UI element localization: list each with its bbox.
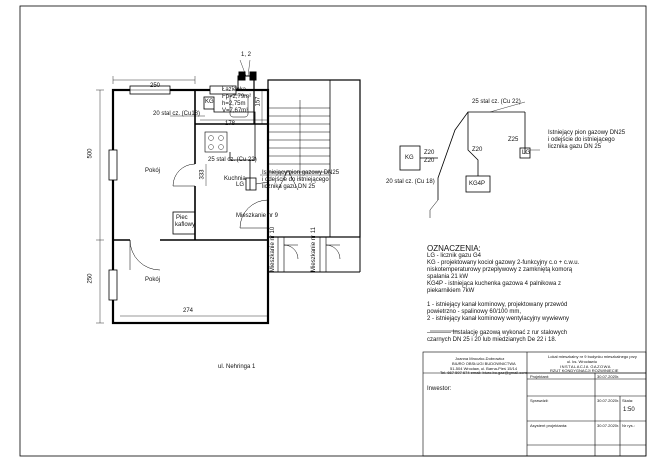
dim-left-250: 250 [87, 273, 94, 284]
dim-157: 157 [255, 96, 262, 107]
room-pokoj-bottom: Pokój [145, 277, 161, 283]
project-line-4: RZUT KONDYGNACJI ROZWINIĘCIE [550, 368, 619, 373]
stairwell [267, 79, 361, 238]
iso-lg: LG [522, 150, 531, 156]
bathroom-h: h=2,75m [222, 101, 246, 107]
street-label: ul. Nehringa 1 [218, 364, 256, 370]
pipe-cu22-label: 25 stal cz. (Cu 22) [208, 157, 257, 163]
legend-line [427, 323, 579, 330]
company-line-2: BIURO OBSŁUGI BUDOWNICTWA [452, 361, 516, 366]
sheet-frame [19, 5, 647, 457]
room-kuchnia: Kuchnia [224, 176, 246, 182]
date-3: 30.07.2020r. [597, 423, 620, 428]
lg-label: LG [236, 182, 245, 188]
legend-line: 2 - istniejący kanał kominowy wentylacyj… [427, 316, 570, 322]
existing-pipe-3: licznika gazu DN 25 [262, 184, 316, 190]
company-line-3: 51-504 Wrocław, ul. Barna-Pieś 15/14 [450, 366, 518, 371]
iso-pipe-cu18: 20 stal cz. (Cu 18) [386, 179, 435, 185]
dim-333: 333 [199, 169, 206, 180]
project-line-3: INSTALACJA GAZOWA [560, 364, 611, 369]
date-1: 30.07.2020r. [597, 374, 620, 379]
iso-kg4p: KG4P [469, 181, 486, 187]
pipe-cu18-label: 20 stal cz. (Cu18) [153, 111, 201, 117]
dim-178: 178 [225, 121, 236, 127]
investor-label: Inwestor: [427, 386, 452, 392]
isometric-diagram [399, 101, 540, 218]
dim-top: 250 [150, 83, 161, 89]
dim-left-500: 500 [87, 148, 94, 159]
drawing-number-label: Nr rys.: [622, 423, 635, 428]
legend-line: niskotemperaturowy przepływowy z zamknię… [427, 267, 573, 273]
iso-lg-box [519, 147, 531, 159]
flat-11-label: Mieszkanie nr 11 [310, 227, 317, 272]
legend-line: czarnych DN 25 i 20 lub miedzianych De 2… [427, 337, 557, 343]
legend-line: 1 - istniejący kanał kominowy, projektow… [427, 302, 568, 308]
iso-existing-1: Istniejący pion gazowy DN25 [548, 130, 626, 136]
legend-line: powietrzno - spalinowy 60/100 mm, [427, 309, 522, 315]
bathroom-fp: Fp=2,79m² [222, 94, 252, 100]
bathroom-v: V=7,67m³ [222, 108, 249, 114]
legend-line: ———— Instalację gazową wykonać z rur sta… [427, 330, 568, 336]
iso-z25: Z25 [508, 137, 519, 143]
legend-line: KG - projektowany kocioł gazowy 2-funkcy… [427, 260, 580, 266]
scale-value: 1:50 [623, 407, 635, 413]
iso-z20-b: Z20 [424, 158, 435, 164]
iso-kg4p-box [465, 175, 491, 193]
date-2: 30.07.2020r. [597, 398, 620, 403]
kg-label: KG [205, 99, 214, 105]
legend-line: piekarnikiem 7kW [427, 288, 475, 294]
stove-label-2: kaflowy [175, 222, 196, 228]
scale-label: Skala: [622, 398, 634, 403]
room-pokoj-top: Pokój [145, 168, 161, 174]
projektant-label: Projektant: [530, 374, 550, 379]
project-line-2: ul. ks. Wrocławiu [567, 359, 597, 364]
existing-pipe-2: i odejście do istniejącego [262, 177, 329, 183]
legend-line: spalania 21 kW [427, 274, 469, 280]
iso-pipe-cu22: 25 stal cz. (Cu 22) [472, 99, 521, 105]
iso-z20-c: Z20 [472, 147, 483, 153]
bathroom-title: Łazienka [222, 87, 247, 93]
riser-labels: 1, 2 [241, 52, 252, 58]
flat-10-label: Mieszkanie nr 10 [270, 226, 277, 273]
legend-line [427, 295, 579, 302]
iso-existing-2: i odejście do istniejącego [548, 137, 615, 143]
iso-existing-3: licznika gazu DN 25 [548, 144, 602, 150]
flat-9-label: Mieszkanie nr 9 [236, 213, 279, 219]
company-line-1: Joanna Mroczko-Dobrowicz [455, 356, 505, 361]
legend-line: LG - licznik gazu G4 [427, 253, 482, 259]
company-line-4: Tel. 667 597 674 email: biuro.bo.gaz@gma… [440, 370, 527, 375]
legend-line: KG4P - istniejąca kuchenka gazowa 4 paln… [427, 281, 561, 287]
stove-label-1: Piec [176, 215, 188, 221]
outer-wall [111, 88, 270, 325]
floor-plan [96, 59, 361, 325]
project-line-1: Lokal mieszkalny nr 9 budynku mieszkalne… [548, 354, 637, 359]
dim-bottom: 274 [183, 308, 194, 314]
title-block [422, 351, 647, 457]
legend-title: OZNACZENIA: [427, 244, 481, 253]
iso-z20-a: Z20 [424, 150, 435, 156]
iso-kg: KG [405, 155, 414, 161]
sprawdzil-label: Sprawdził: [530, 398, 549, 403]
asystent-label: Asystent projektanta: [530, 423, 568, 428]
existing-pipe-1: Istniejący pion gazowy DN25 [262, 170, 340, 176]
